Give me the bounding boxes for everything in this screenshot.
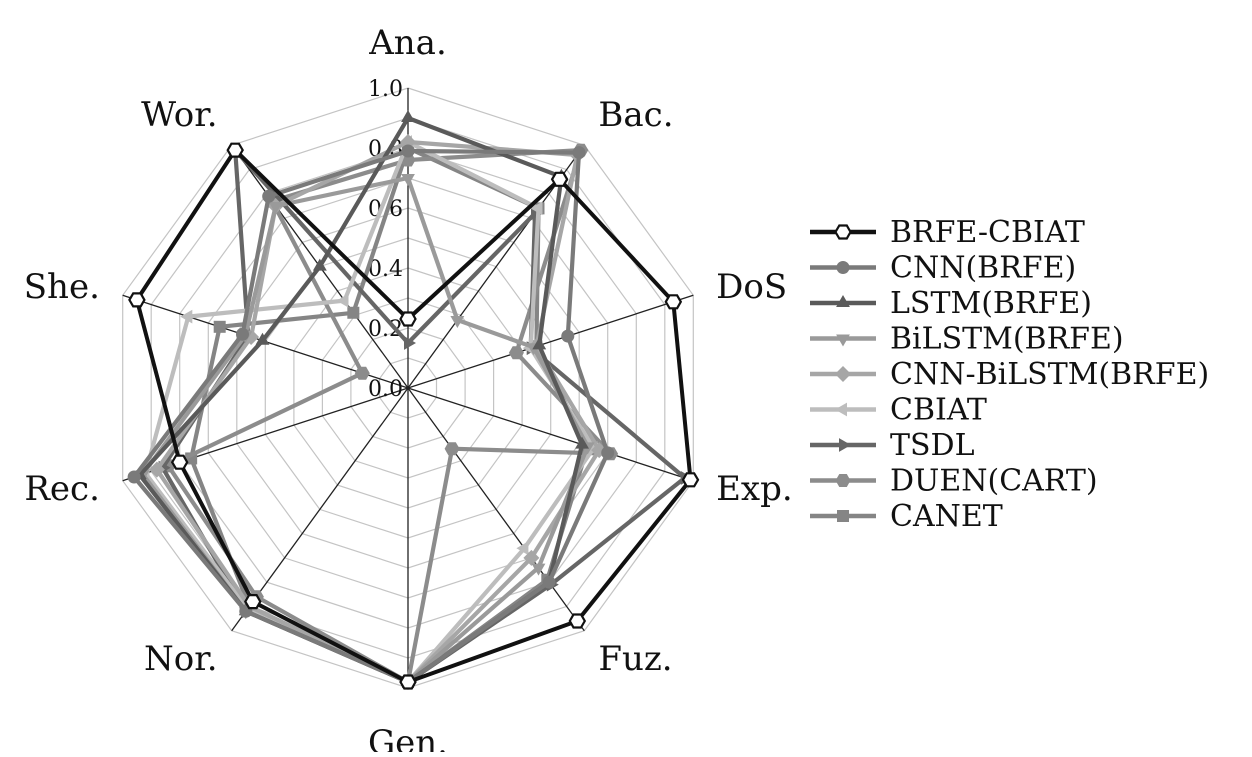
data-point-marker: [681, 472, 700, 488]
data-point-marker: [508, 346, 524, 360]
data-point-marker: [532, 337, 547, 350]
data-point-marker: [354, 366, 370, 380]
axis-spoke: [407, 294, 694, 389]
axis-label: Gen.: [368, 723, 448, 752]
data-point-marker: [404, 336, 416, 350]
data-point-marker: [347, 306, 360, 319]
legend-marker: [834, 224, 852, 240]
data-point-marker: [401, 174, 415, 186]
legend-label: TSDL: [890, 428, 975, 463]
legend-label: CBIAT: [890, 393, 987, 428]
data-point-marker: [262, 189, 276, 203]
series-7: [160, 143, 619, 689]
data-point-marker: [244, 593, 262, 610]
legend: BRFE-CBIATCNN(BRFE)LSTM(BRFE)BiLSTM(BRFE…: [810, 215, 1209, 534]
legend-label: BiLSTM(BRFE): [890, 322, 1124, 357]
data-point-marker: [268, 202, 283, 214]
legend-marker: [836, 261, 850, 274]
legend-item: CNN-BiLSTM(BRFE): [810, 357, 1209, 392]
legend-label: CNN(BRFE): [890, 251, 1076, 286]
data-point-marker: [575, 436, 589, 449]
data-point-marker: [170, 454, 189, 470]
data-point-marker: [568, 613, 587, 629]
data-point-marker: [148, 461, 165, 478]
data-point-marker: [401, 144, 415, 158]
series-line: [166, 148, 613, 685]
data-point-marker: [550, 171, 569, 187]
axis-label: Ana.: [368, 23, 447, 63]
axis-label: Bac.: [598, 95, 673, 135]
data-point-marker: [530, 201, 543, 216]
data-point-marker: [226, 142, 244, 158]
data-point-marker: [236, 327, 250, 341]
legend-item: CANET: [810, 499, 1003, 534]
legend-item: BiLSTM(BRFE): [810, 322, 1124, 357]
data-point-marker: [516, 541, 529, 556]
data-point-marker: [399, 311, 417, 327]
legend-item: BRFE-CBIAT: [810, 215, 1085, 250]
data-point-marker: [542, 575, 556, 589]
axis-label: Nor.: [144, 639, 218, 679]
data-point-marker: [561, 329, 575, 343]
legend-item: LSTM(BRFE): [810, 286, 1092, 321]
data-point-marker: [601, 446, 615, 460]
data-point-marker: [213, 320, 226, 333]
radial-tick-label: 1.0: [368, 77, 403, 102]
data-point-marker: [128, 292, 146, 308]
axis-label: Wor.: [141, 95, 217, 135]
legend-marker: [839, 438, 851, 452]
legend-marker: [836, 295, 850, 307]
legend-label: BRFE-CBIAT: [890, 215, 1085, 250]
series-group: [127, 110, 700, 690]
data-point-marker: [336, 293, 349, 308]
data-point-marker: [255, 332, 270, 345]
legend-item: CNN(BRFE): [810, 251, 1076, 286]
series-line: [137, 115, 585, 685]
legend-item: DUEN(CART): [810, 464, 1098, 499]
axis-spoke: [407, 387, 585, 632]
legend-label: CANET: [890, 499, 1003, 534]
legend-marker: [837, 510, 849, 522]
data-point-marker: [127, 470, 141, 484]
legend-label: LSTM(BRFE): [890, 286, 1092, 321]
legend-item: CBIAT: [810, 393, 987, 428]
radial-tick-label: 0.0: [368, 377, 403, 402]
legend-marker: [835, 366, 851, 382]
axis-label: DoS: [716, 267, 787, 307]
radar-grid: [122, 87, 694, 689]
legend-marker: [835, 474, 851, 487]
data-point-marker: [531, 563, 546, 576]
legend-label: DUEN(CART): [890, 464, 1098, 499]
axis-label: She.: [24, 267, 100, 307]
legend-marker: [836, 334, 850, 347]
axis-label: Exp.: [716, 469, 793, 509]
data-point-marker: [180, 309, 193, 324]
data-point-marker: [664, 294, 683, 310]
data-point-marker: [572, 146, 586, 160]
data-point-marker: [444, 442, 460, 456]
legend-label: CNN-BiLSTM(BRFE): [890, 357, 1209, 392]
legend-item: TSDL: [810, 428, 975, 463]
legend-marker: [835, 402, 847, 417]
data-point-marker: [523, 549, 540, 566]
data-point-marker: [450, 316, 465, 328]
data-point-marker: [401, 110, 415, 122]
axis-label: Fuz.: [598, 639, 672, 679]
series-0: [128, 142, 700, 690]
axis-labels: Ana. Bac. DoS Exp. Fuz. Gen. Nor. Rec. She. Wor.: [24, 23, 793, 757]
data-point-marker: [312, 258, 327, 271]
axis-label: Rec.: [24, 469, 100, 509]
data-point-marker: [399, 674, 417, 690]
radial-tick-label: 0.4: [368, 257, 403, 282]
axis-spoke: [407, 387, 694, 482]
axis-spoke: [231, 387, 409, 632]
